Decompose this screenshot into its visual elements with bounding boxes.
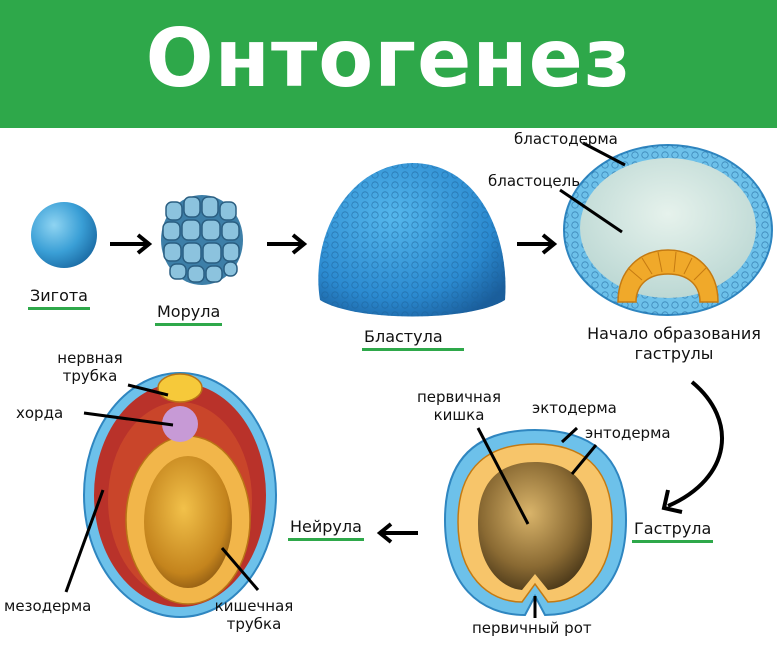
label-primary-gut: первичная кишка xyxy=(416,388,502,424)
label-notochord: хорда xyxy=(16,404,64,422)
label-gut-tube: кишечная трубка xyxy=(214,597,294,633)
curved-arrow-icon xyxy=(661,380,725,514)
stage-label-morula: Морула xyxy=(155,302,223,326)
label-mesoderm: мезодерма xyxy=(4,597,92,615)
blastula-drawing xyxy=(318,163,506,317)
title-banner xyxy=(0,0,777,128)
blastocoel-pointer xyxy=(559,188,623,234)
label-endoderm: энтодерма xyxy=(585,424,671,442)
stage-label-neurula: Нейрула xyxy=(288,517,364,541)
arrow-right-icon xyxy=(267,233,308,255)
gastrula-drawing xyxy=(443,428,628,617)
endoderm-pointer xyxy=(570,444,598,475)
zygote-drawing xyxy=(31,202,97,268)
arrow-left-icon xyxy=(376,522,418,544)
label-primary-mouth: первичный рот xyxy=(472,619,592,637)
ectoderm-pointer xyxy=(560,426,579,444)
stage-label-gastrula-start: Начало образования гаструлы xyxy=(587,324,761,363)
stage-label-blastula: Бластула xyxy=(362,327,464,351)
stage-label-gastrula: Гаструла xyxy=(632,519,714,543)
mesoderm-pointer xyxy=(64,489,105,593)
neural-tube-pointer xyxy=(127,383,169,397)
label-blastoderm: бластодерма xyxy=(514,130,618,148)
primary-gut-pointer xyxy=(476,427,530,525)
notochord-pointer xyxy=(83,411,174,427)
early-gastrula-drawing xyxy=(563,144,773,316)
label-ectoderm: эктодерма xyxy=(532,399,617,417)
neurula-drawing xyxy=(83,372,277,618)
page-title: Онтогенез xyxy=(145,12,632,105)
label-blastocoel: бластоцель xyxy=(488,172,581,190)
blastoderm-pointer xyxy=(582,141,626,167)
arrow-right-icon xyxy=(110,233,153,255)
stage-label-zygote: Зигота xyxy=(28,286,90,310)
arrow-right-icon xyxy=(517,233,558,255)
label-neural-tube: нервная трубка xyxy=(57,349,123,385)
gut-tube-pointer xyxy=(220,547,260,591)
morula-drawing xyxy=(161,195,243,285)
